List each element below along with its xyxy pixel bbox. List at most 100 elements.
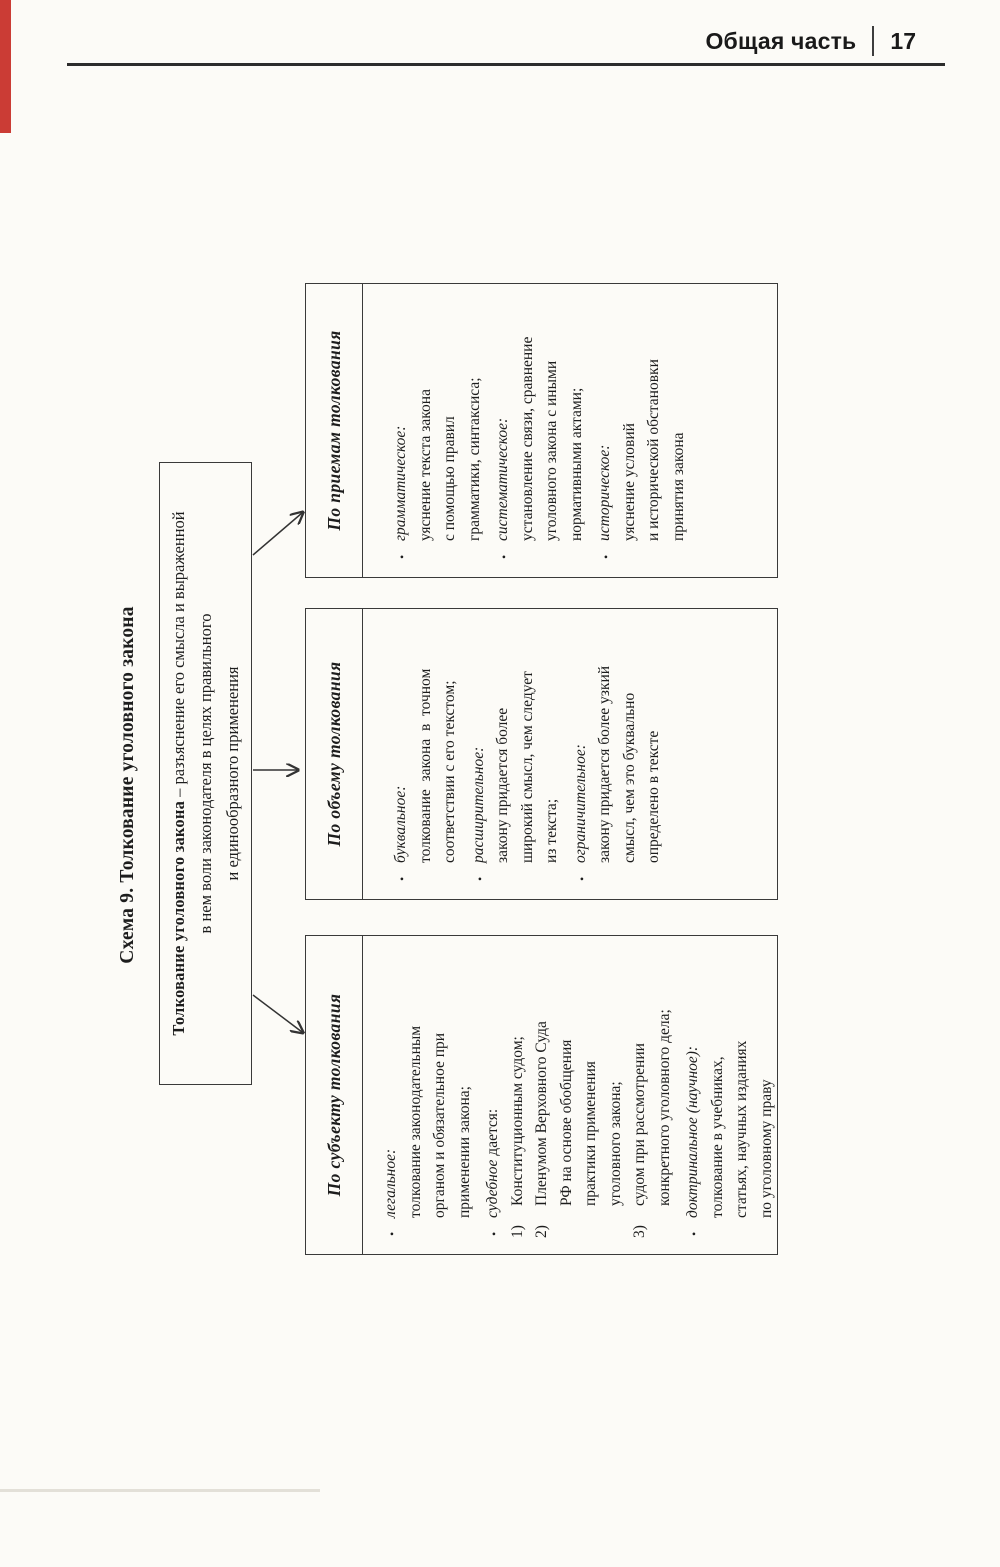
category-box-by-method: По приемам толкования • грамматическое: уяс… [305, 283, 778, 578]
line-text: и исторической обстановки [645, 359, 662, 541]
rotated-diagram: Схема 9. Толкование уголовного закона То… [115, 280, 785, 1290]
list-line: соответствии с его текстом; [438, 609, 463, 899]
list-line: статьях, научных изданиях [730, 936, 755, 1254]
line-text: из текста; [543, 798, 560, 863]
list-line: закону придается более узкий [593, 609, 618, 899]
connector-arrows [252, 280, 785, 1290]
term-emphasis: ограничительное: [571, 744, 589, 863]
line-text: Конституционным судом; [508, 1036, 526, 1206]
section-title: Общая часть [705, 27, 857, 54]
running-head: Общая часть 17 [705, 26, 916, 56]
bullet-marker: • [599, 554, 613, 559]
term-emphasis: историческое: [596, 444, 613, 541]
term-emphasis: легальное: [382, 1148, 399, 1218]
term-emphasis: судебное [484, 1159, 501, 1218]
line-text: грамматики, синтаксиса; [465, 377, 483, 541]
line-text: уяснение условий [620, 423, 638, 541]
line-text: конкретного уголовного дела; [655, 1009, 673, 1206]
bullet-marker: • [497, 554, 511, 559]
list-line: • ограничительное: [569, 609, 594, 899]
line-text: толкование законодательным [406, 1025, 424, 1218]
bullet-marker: • [472, 876, 487, 881]
line-text: закону придается более [494, 707, 511, 863]
bullet-marker: • [395, 876, 409, 881]
box-header-by-method: По приемам толкования [306, 284, 363, 577]
line-text: уголовного закона с иными [543, 360, 560, 541]
line-text: РФ на основе обобщения [557, 1039, 575, 1206]
line-text: соответствии с его текстом; [441, 680, 458, 863]
line-text: принятия закона [669, 432, 687, 541]
list-line: грамматики, синтаксиса; [463, 284, 488, 577]
header-divider [872, 26, 875, 56]
number-marker: 1) [508, 1225, 526, 1238]
list-line: толкование законодательным [404, 936, 429, 1254]
list-line: толкование закона в точном [414, 609, 439, 899]
line-text: нормативными актами; [567, 387, 585, 541]
arrow-to-method-box [252, 513, 302, 556]
line-text: закону придается более узкий [596, 665, 613, 863]
bullet-marker: • [395, 554, 409, 559]
list-line: 3) судом при рассмотрении [628, 936, 653, 1254]
category-box-by-subject: По субъекту толкования•легальное:толкова… [305, 935, 778, 1255]
line-text: по уголовному праву [757, 1079, 775, 1218]
box-header-by-subject: По субъекту толкования [306, 936, 363, 1254]
line-text: уяснение текста закона [416, 389, 434, 541]
list-line: уголовного закона; [604, 936, 629, 1254]
term-emphasis: доктринальное (научное): [684, 1045, 701, 1218]
line-text: судом при рассмотрении [631, 1043, 648, 1206]
arrow-to-subject-box [252, 994, 302, 1032]
line-text: дается: [484, 1108, 501, 1160]
line-text: установление связи, сравнение [518, 336, 536, 541]
line-text: статьях, научных изданиях [733, 1040, 750, 1218]
list-line: •систематическое: [491, 284, 516, 577]
number-marker: 3) [631, 1225, 648, 1238]
page-number: 17 [890, 27, 916, 54]
list-line: толкование в учебниках, [706, 936, 731, 1254]
list-line: •буквальное: [389, 609, 414, 899]
line-text: органом и обязательное при [431, 1032, 448, 1218]
list-line: •доктринальное (научное): [681, 936, 706, 1254]
list-line: широкий смысл, чем следует [516, 609, 541, 899]
list-line: применении закона; [453, 936, 478, 1254]
list-line: смысл, чем это буквально [618, 609, 643, 899]
header-rule [67, 63, 945, 66]
line-text: толкование закона в точном [416, 668, 434, 863]
box-header-by-volume: По объему толкования [306, 609, 363, 899]
list-line: закону придается более [491, 609, 516, 899]
list-line: принятия закона [667, 284, 692, 577]
list-line: и исторической обстановки [642, 284, 667, 577]
list-line: нормативными актами; [565, 284, 590, 577]
line-text: применении закона; [455, 1086, 473, 1218]
list-line: • расширительное: [467, 609, 492, 899]
line-text: Пленумом Верховного Суда [533, 1021, 550, 1206]
scan-edge-artifact [0, 0, 11, 133]
number-marker: 2) [533, 1225, 550, 1238]
list-line: органом и обязательное при [428, 936, 453, 1254]
box-content: •буквальное:толкование закона в точном со… [363, 609, 667, 899]
bullet-marker: • [574, 876, 589, 881]
list-line: 2) Пленумом Верховного Суда [530, 936, 555, 1254]
list-line: уголовного закона с иными [540, 284, 565, 577]
term-emphasis: грамматическое: [392, 425, 409, 541]
line-text: толкование в учебниках, [708, 1056, 726, 1218]
list-line: уяснение текста закона [414, 284, 439, 577]
list-line: РФ на основе обобщения [555, 936, 580, 1254]
list-line: уяснение условий [618, 284, 643, 577]
line-text: смысл, чем это буквально [620, 692, 638, 863]
line-text: определено в тексте [645, 730, 662, 863]
list-line: • судебное дается: [481, 936, 506, 1254]
list-line: •легальное: [379, 936, 404, 1254]
list-line: с помощью правил [438, 284, 463, 577]
line-text: широкий смысл, чем следует [518, 671, 536, 863]
list-line: из текста; [540, 609, 565, 899]
bullet-marker: • [487, 1231, 501, 1236]
list-line: практики применения [579, 936, 604, 1254]
scan-bottom-shadow [0, 1489, 320, 1492]
term-emphasis: расширительное: [469, 746, 487, 863]
list-line: 1) Конституционным судом; [506, 936, 531, 1254]
list-line: определено в тексте [642, 609, 667, 899]
line-text: уголовного закона; [606, 1081, 624, 1206]
list-line: установление связи, сравнение [516, 284, 541, 577]
